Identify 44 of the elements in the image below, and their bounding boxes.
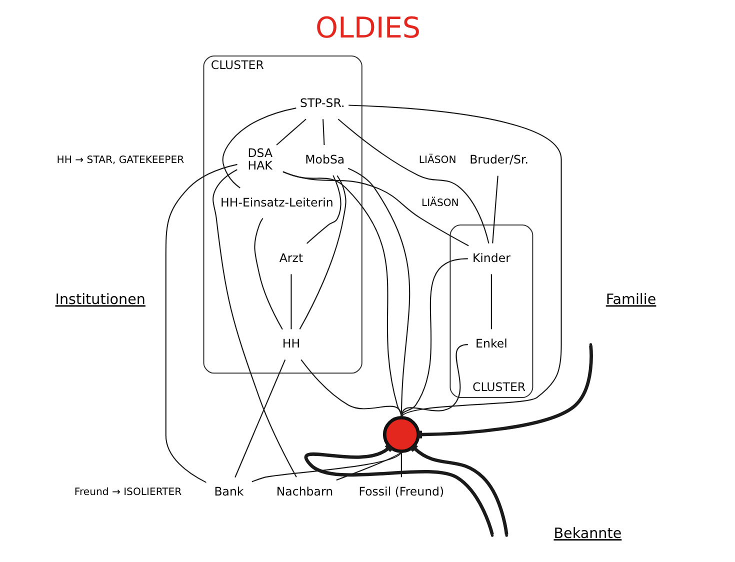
label: Bekannte	[553, 526, 622, 542]
connector	[304, 447, 494, 535]
node-text: STP-SR.	[300, 96, 344, 110]
connector	[212, 169, 296, 478]
edge-label: LIÄSON	[420, 198, 458, 209]
node-text: HH	[282, 336, 300, 351]
node-text: Bruder/Sr.	[469, 152, 528, 166]
connector	[490, 274, 492, 330]
connector	[282, 171, 402, 418]
connector	[492, 176, 498, 244]
connector	[254, 218, 282, 330]
connector	[400, 451, 402, 478]
connector	[420, 345, 592, 436]
node-text: HH-Einsatz-Leiterin	[220, 195, 333, 210]
connector	[336, 451, 402, 481]
connector	[413, 447, 508, 535]
connector	[298, 175, 346, 330]
label: Freund → ISOLIERTER	[74, 487, 182, 498]
connector	[300, 359, 402, 418]
node-text: Bank	[214, 484, 244, 499]
label: Familie	[605, 292, 656, 308]
node-text: DSA HAK	[247, 146, 272, 173]
node-text: Nachbarn	[276, 484, 333, 499]
node-text: Enkel	[475, 336, 507, 351]
label: HH → STAR, GATEKEEPER	[56, 154, 184, 166]
connector	[290, 274, 292, 330]
connector	[322, 119, 324, 145]
node-text: Arzt	[278, 250, 303, 265]
connector	[222, 108, 296, 188]
connector	[400, 258, 468, 418]
connector	[164, 164, 237, 483]
connector	[306, 175, 341, 244]
node-text: Kinder	[472, 250, 510, 265]
node-text: Fossil (Freund)	[358, 484, 444, 499]
diagram-title: OLDIES	[314, 10, 420, 45]
connector	[337, 118, 489, 244]
label: Institutionen	[54, 292, 145, 308]
connector	[348, 104, 562, 418]
connector	[251, 451, 402, 482]
node-text: MobSa	[304, 152, 344, 166]
connector	[234, 359, 286, 478]
connector	[282, 172, 468, 246]
connector	[276, 118, 306, 146]
edge-label: LIÄSON	[418, 154, 456, 166]
